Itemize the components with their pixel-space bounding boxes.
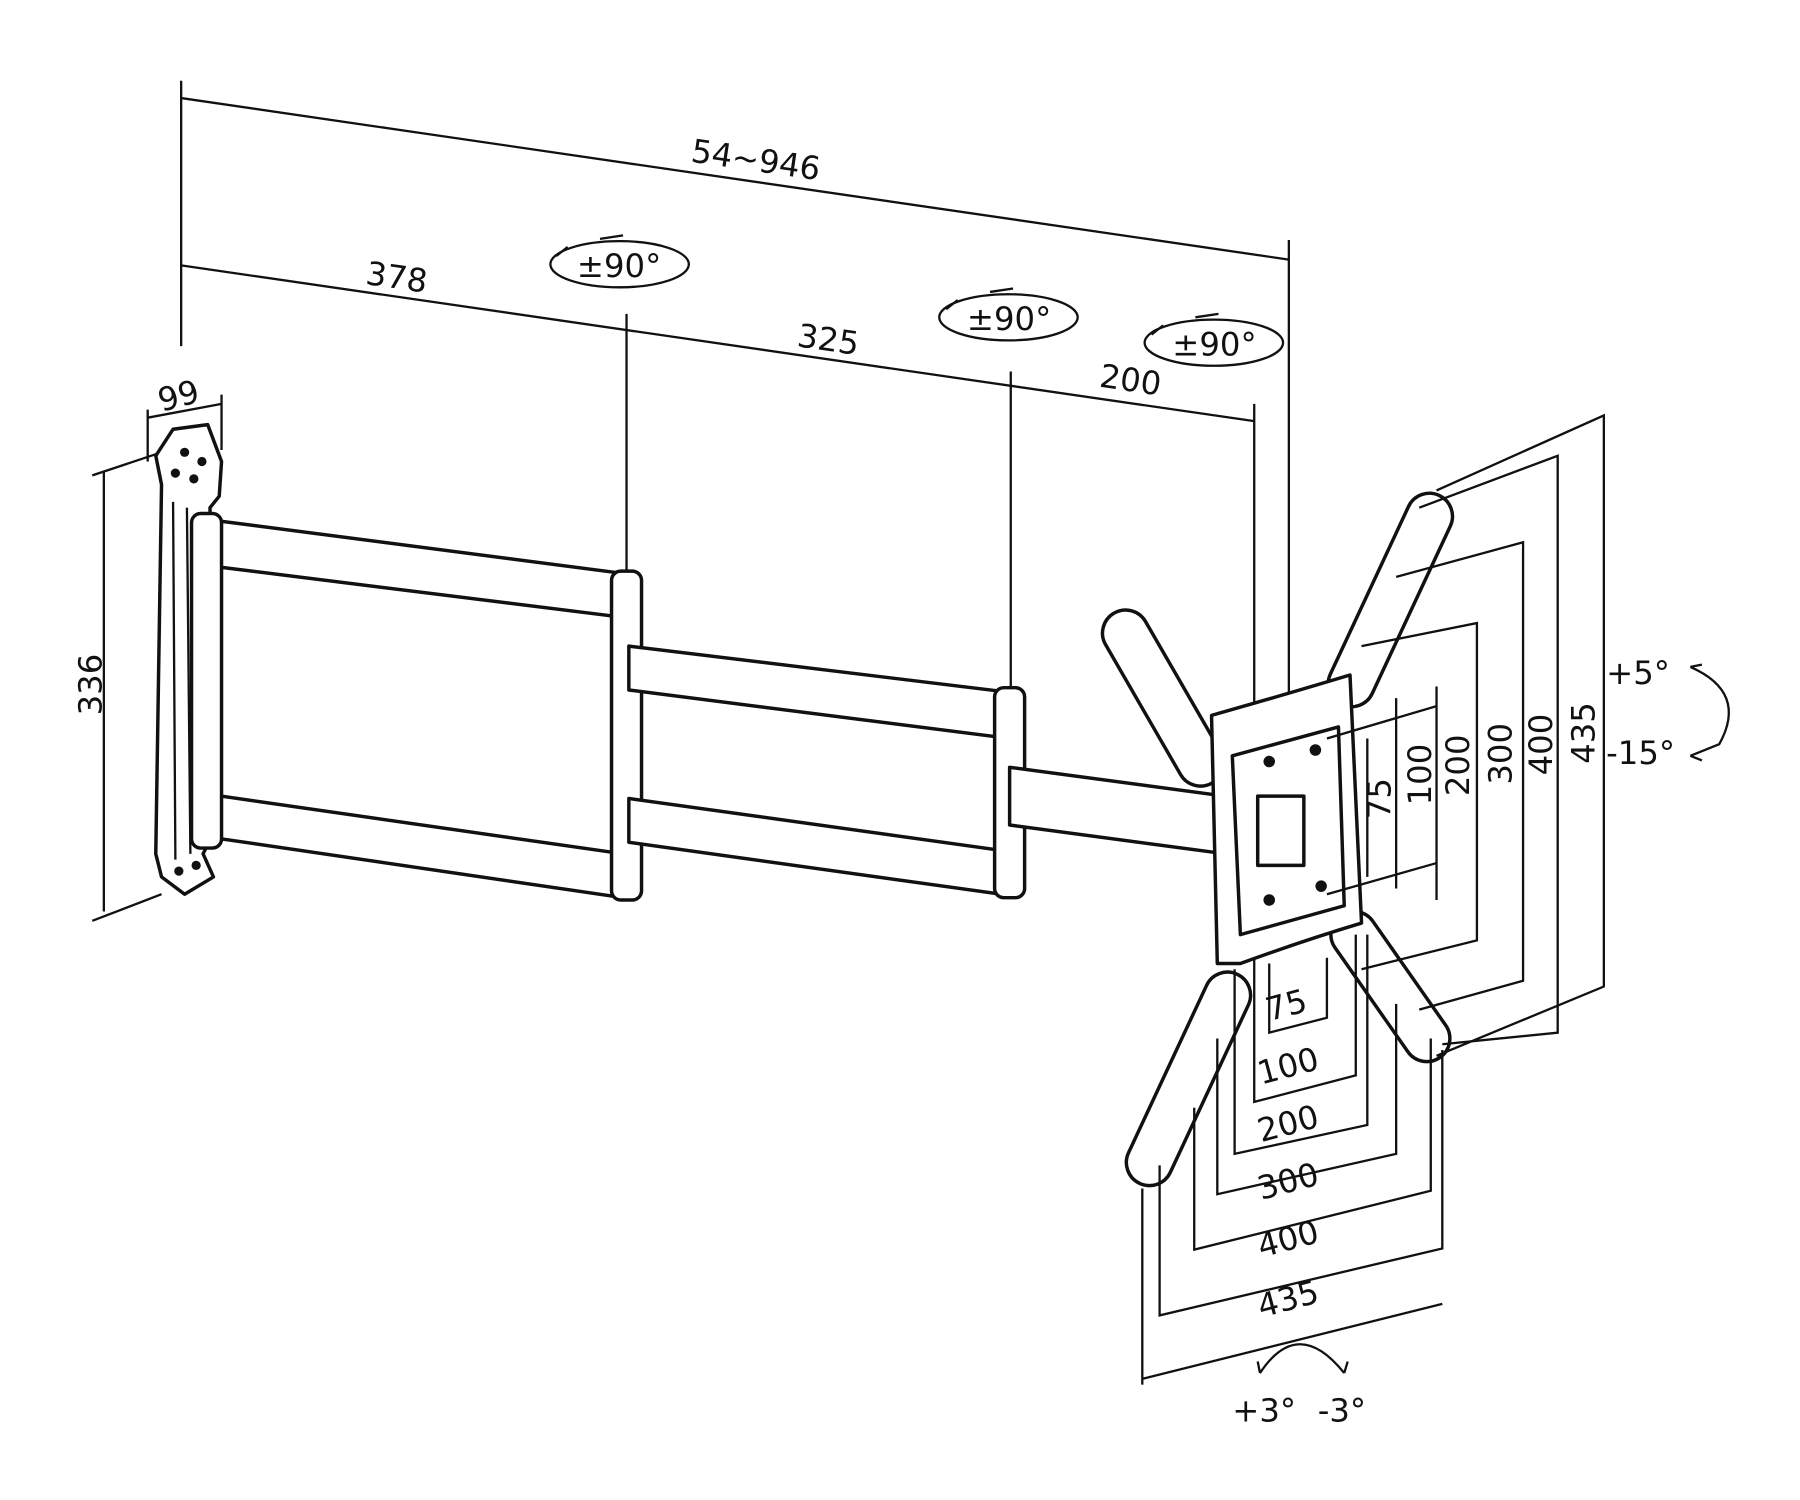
vesa-h-200: 200 (1253, 1097, 1322, 1150)
rotation-right-label: -3° (1318, 1392, 1366, 1430)
vesa-bracket (1100, 491, 1455, 1188)
vesa-v-75: 75 (1360, 778, 1398, 819)
vesa-v-300: 300 (1482, 723, 1520, 785)
first-arm-length: 378 (363, 254, 429, 301)
swivel-label-3: ±90° (1172, 325, 1256, 363)
segment-dimensions: 378 325 200 (180, 254, 1256, 710)
tilt-up-label: +5° (1606, 654, 1670, 692)
arm-segment-2 (627, 644, 1027, 900)
swivel-indicator-3: ±90° (1143, 312, 1285, 367)
tilt-down-label: -15° (1606, 734, 1675, 772)
vesa-v-200: 200 (1439, 734, 1477, 796)
vesa-h-400: 400 (1253, 1213, 1322, 1266)
vesa-v-400: 400 (1522, 714, 1560, 776)
swivel-label-1: ±90° (577, 247, 661, 285)
wall-plate-depth: 99 (154, 372, 204, 419)
second-arm-length: 325 (795, 316, 861, 363)
third-arm-length: 200 (1097, 357, 1163, 404)
tilt-indicator: +5° -15° (1606, 654, 1730, 772)
overall-extension-label: 54~946 (689, 132, 823, 188)
rotation-left-label: +3° (1232, 1392, 1296, 1430)
rotation-indicator: +3° -3° (1232, 1343, 1366, 1430)
vesa-h-300: 300 (1253, 1155, 1322, 1208)
vesa-h-100: 100 (1253, 1040, 1322, 1093)
vesa-h-435: 435 (1253, 1273, 1322, 1326)
arm-segment-1 (189, 511, 644, 902)
swivel-indicator-2: ±90° (938, 287, 1079, 342)
vesa-v-435: 435 (1565, 702, 1603, 764)
wall-plate-height: 336 (72, 654, 110, 716)
vesa-vertical-dimensions: 75 100 200 300 400 435 (1326, 413, 1605, 1057)
vesa-v-100: 100 (1401, 744, 1439, 806)
swivel-label-2: ±90° (967, 300, 1051, 338)
swivel-indicator-1: ±90° (549, 234, 690, 289)
